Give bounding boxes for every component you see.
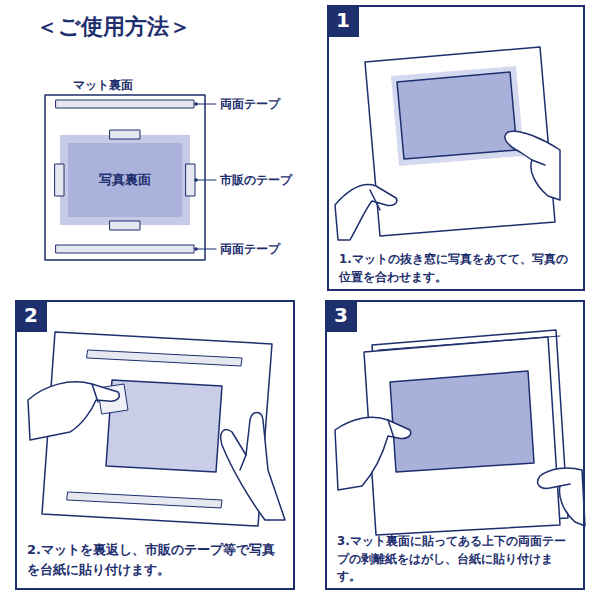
step-number: 3	[325, 303, 357, 327]
step-number: 2	[15, 303, 47, 327]
photo-back: 写真裏面	[65, 140, 185, 220]
step-number-tab: 3	[325, 300, 357, 332]
diagram-heading: マット裏面	[73, 77, 133, 94]
part-label: 市販のテープ	[220, 172, 292, 189]
step-caption: 1.マットの抜き窓に写真をあてて、写真の位置を合わせます。	[339, 251, 573, 286]
step-number-tab: 1	[327, 5, 359, 37]
step-panel: 3.マット裏面に貼ってある上下の両面テープの剥離紙をはがし、台紙に貼り付けます。…	[325, 300, 585, 590]
photo-label: 写真裏面	[65, 171, 185, 189]
part-label: 両面テープ	[220, 96, 280, 113]
step-number-tab: 2	[15, 300, 47, 332]
step-panel: 2.マットを裏返し、市販のテープ等で写真を台紙に貼り付けます。 2	[15, 300, 295, 590]
step-caption: 2.マットを裏返し、市販のテープ等で写真を台紙に貼り付けます。	[27, 540, 283, 579]
step-number: 1	[327, 8, 359, 32]
mat-outline: マット裏面写真裏面	[45, 75, 205, 265]
step-caption: 3.マット裏面に貼ってある上下の両面テープの剥離紙をはがし、台紙に貼り付けます。	[337, 533, 573, 586]
title: ＜ご使用方法＞	[36, 12, 191, 42]
part-label: 両面テープ	[220, 241, 280, 258]
step-panel: 1.マットの抜き窓に写真をあてて、写真の位置を合わせます。 1	[327, 5, 585, 291]
